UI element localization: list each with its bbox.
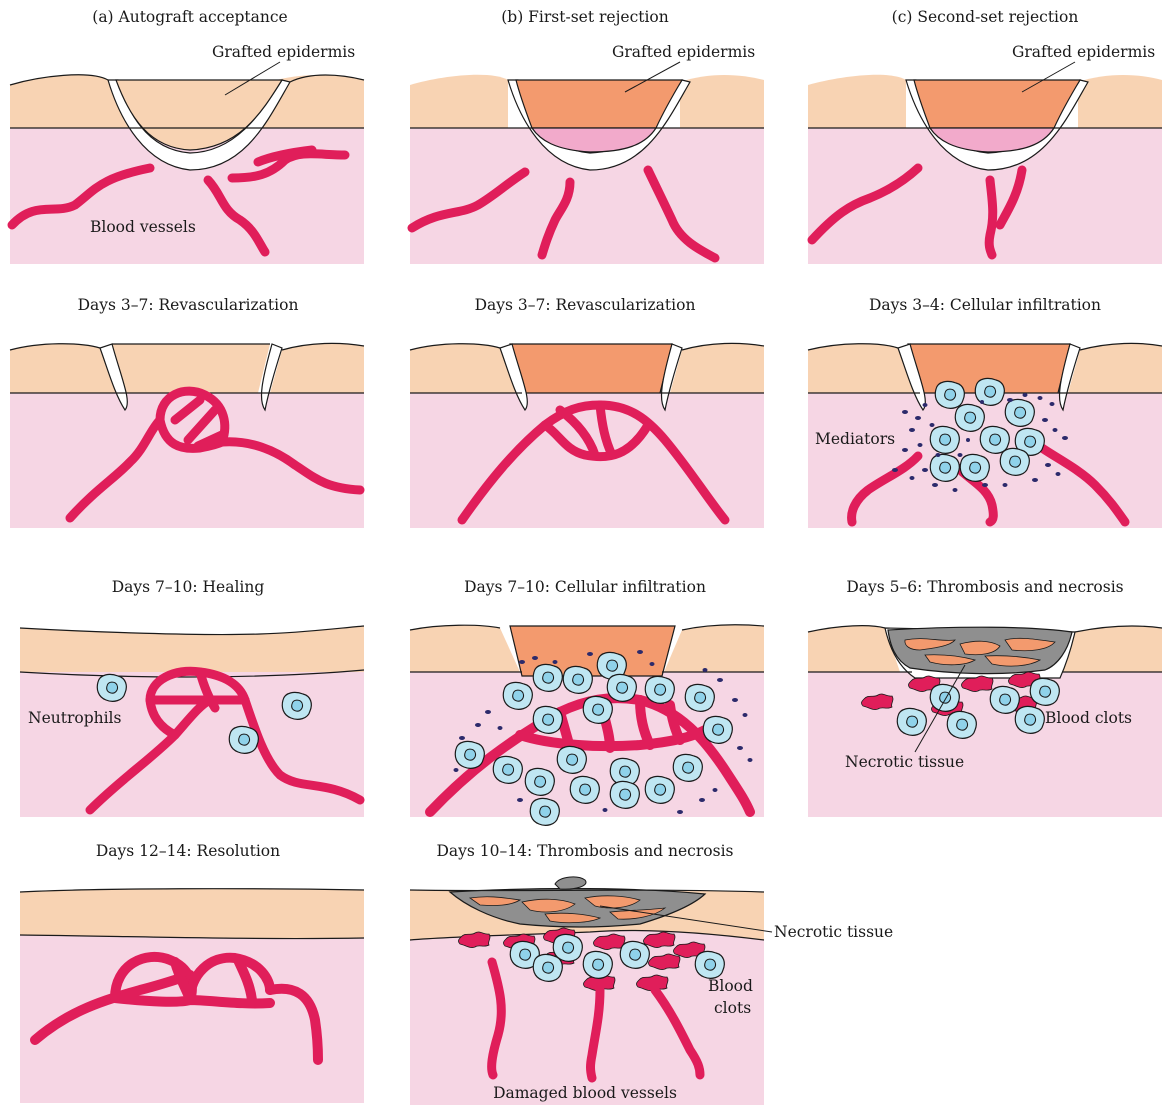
panel-a4: Days 12–14: Resolution <box>20 842 364 1103</box>
label-blood-clots-1: Blood <box>708 977 753 995</box>
label-damaged-blood-vessels: Damaged blood vessels <box>493 1084 677 1102</box>
panel-c2: Days 3–4: Cellular infiltration <box>808 296 1162 528</box>
panel-title: Days 10–14: Thrombosis and necrosis <box>437 842 734 860</box>
panel-b2: Days 3–7: Revascularization <box>410 296 764 528</box>
label-blood-clots: Blood clots <box>1045 709 1132 727</box>
label-grafted-epidermis: Grafted epidermis <box>212 43 355 61</box>
label-neutrophils: Neutrophils <box>28 709 122 727</box>
label-necrotic-tissue: Necrotic tissue <box>845 753 964 771</box>
panel-title: Days 3–7: Revascularization <box>475 296 696 314</box>
panel-title: Days 12–14: Resolution <box>96 842 280 860</box>
panel-a1: Grafted epidermis Blood vessels (a) Auto… <box>10 8 364 264</box>
label-grafted-epidermis: Grafted epidermis <box>612 43 755 61</box>
label-mediators: Mediators <box>815 430 895 448</box>
panel-c3: Days 5–6: Thrombosis and necrosis <box>808 578 1162 817</box>
panel-title: Days 3–7: Revascularization <box>78 296 299 314</box>
label-grafted-epidermis: Grafted epidermis <box>1012 43 1155 61</box>
panel-b1: Grafted epidermis (b) First-set rejectio… <box>410 8 764 264</box>
panel-title: Days 5–6: Thrombosis and necrosis <box>846 578 1123 596</box>
panel-a2: Days 3–7: Revascularization <box>10 296 364 528</box>
panel-a3: Days 7–10: Healing Neutrophils <box>20 578 364 817</box>
grafted-epidermis-foreign <box>516 80 682 128</box>
panel-b4: Days 10–14: Thrombosis and necrosis <box>410 842 893 1105</box>
panel-title: Days 3–4: Cellular infiltration <box>869 296 1101 314</box>
panel-title: Days 7–10: Healing <box>112 578 265 596</box>
panel-b3: Days 7–10: Cellular infiltration <box>410 578 764 825</box>
column-header-a: (a) Autograft acceptance <box>92 8 287 26</box>
label-necrotic-tissue: Necrotic tissue <box>774 923 893 941</box>
column-header-b: (b) First-set rejection <box>501 8 669 26</box>
label-blood-vessels: Blood vessels <box>90 218 196 236</box>
column-header-c: (c) Second-set rejection <box>892 8 1079 26</box>
panel-title: Days 7–10: Cellular infiltration <box>464 578 706 596</box>
panel-c1: Grafted epidermis (c) Second-set rejecti… <box>808 8 1162 264</box>
label-blood-clots-2: clots <box>714 999 751 1017</box>
